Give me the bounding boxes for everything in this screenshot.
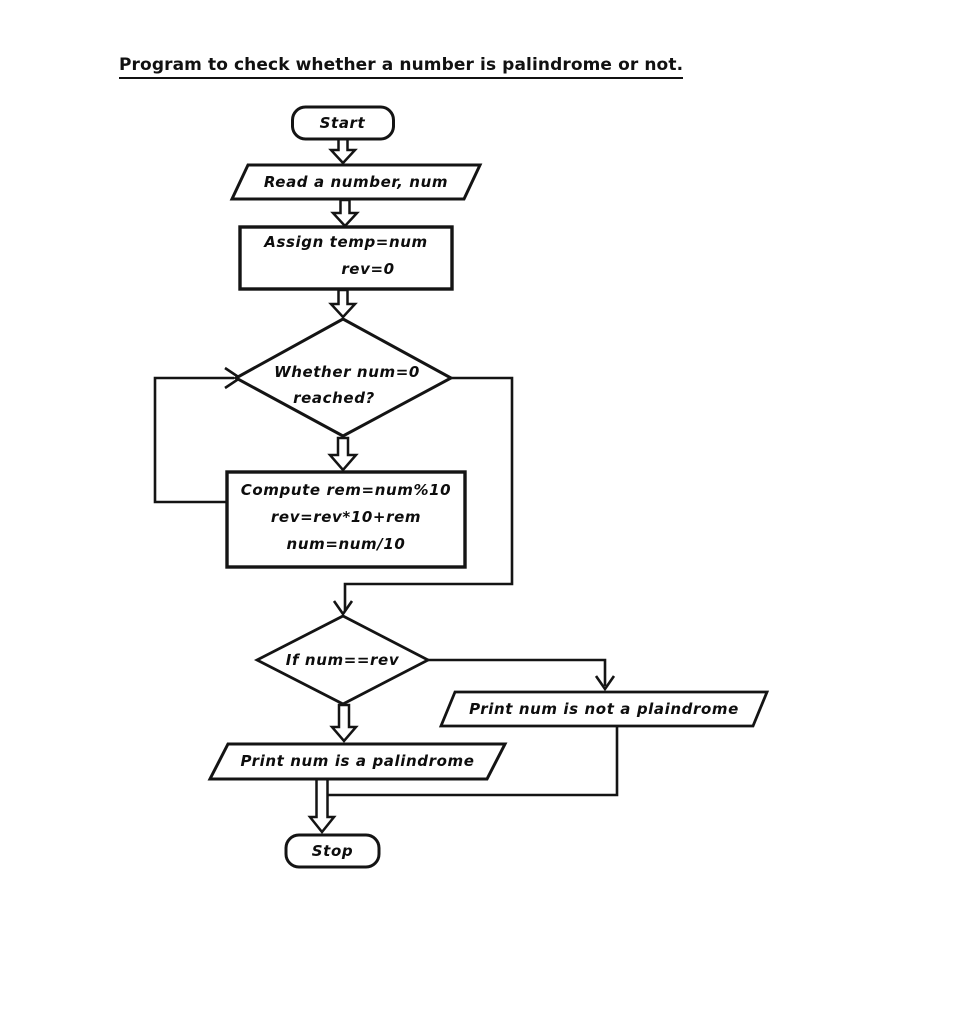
palindrome-decision-diamond-shape bbox=[253, 614, 432, 706]
compute-line3: num=num/10 bbox=[286, 535, 406, 553]
print-palindrome-parallelogram-shape bbox=[207, 742, 508, 781]
flow-arrow-assign-to-decision1 bbox=[328, 288, 358, 319]
compute-line2: rev=rev*10+rem bbox=[270, 508, 422, 526]
arrowhead-into-print-not bbox=[594, 675, 616, 692]
decision2-no-connector bbox=[428, 658, 616, 692]
loop-decision-line2: reached? bbox=[293, 389, 375, 407]
page-title: Program to check whether a number is pal… bbox=[119, 55, 684, 79]
loop-decision-diamond-shape bbox=[232, 317, 455, 438]
flow-arrow-decision2-to-print-yes bbox=[329, 703, 359, 743]
decision1-yes-connector bbox=[332, 376, 514, 617]
flow-arrow-print-yes-to-stop bbox=[307, 777, 337, 835]
stop-node-label: Stop bbox=[311, 842, 354, 860]
assign-line1: Assign temp=num bbox=[264, 233, 428, 251]
print-palindrome-label: Print num is a palindrome bbox=[240, 752, 475, 770]
flow-arrow-start-to-read bbox=[328, 137, 358, 165]
flow-arrow-read-to-assign bbox=[330, 198, 360, 228]
read-input-parallelogram-shape bbox=[229, 163, 483, 201]
compute-line1: Compute rem=num%10 bbox=[240, 481, 452, 499]
print-not-palindrome-parallelogram-shape bbox=[438, 690, 770, 728]
loop-decision-line1: Whether num=0 bbox=[274, 363, 420, 381]
print-not-merge-connector bbox=[328, 726, 619, 797]
palindrome-decision-label: If num==rev bbox=[285, 651, 400, 669]
start-node-label: Start bbox=[319, 114, 366, 132]
compute-process-box-shape bbox=[225, 470, 467, 569]
assign-line2: rev=0 bbox=[341, 260, 395, 278]
flow-arrow-decision1-to-compute bbox=[327, 436, 359, 472]
assign-process-box-shape bbox=[238, 225, 454, 291]
read-input-label: Read a number, num bbox=[263, 173, 449, 191]
start-node-shape bbox=[291, 105, 395, 141]
stop-node-shape bbox=[284, 833, 381, 869]
print-not-palindrome-label: Print num is not a plaindrome bbox=[469, 700, 739, 718]
arrowhead-into-palindrome-decision bbox=[332, 600, 354, 617]
